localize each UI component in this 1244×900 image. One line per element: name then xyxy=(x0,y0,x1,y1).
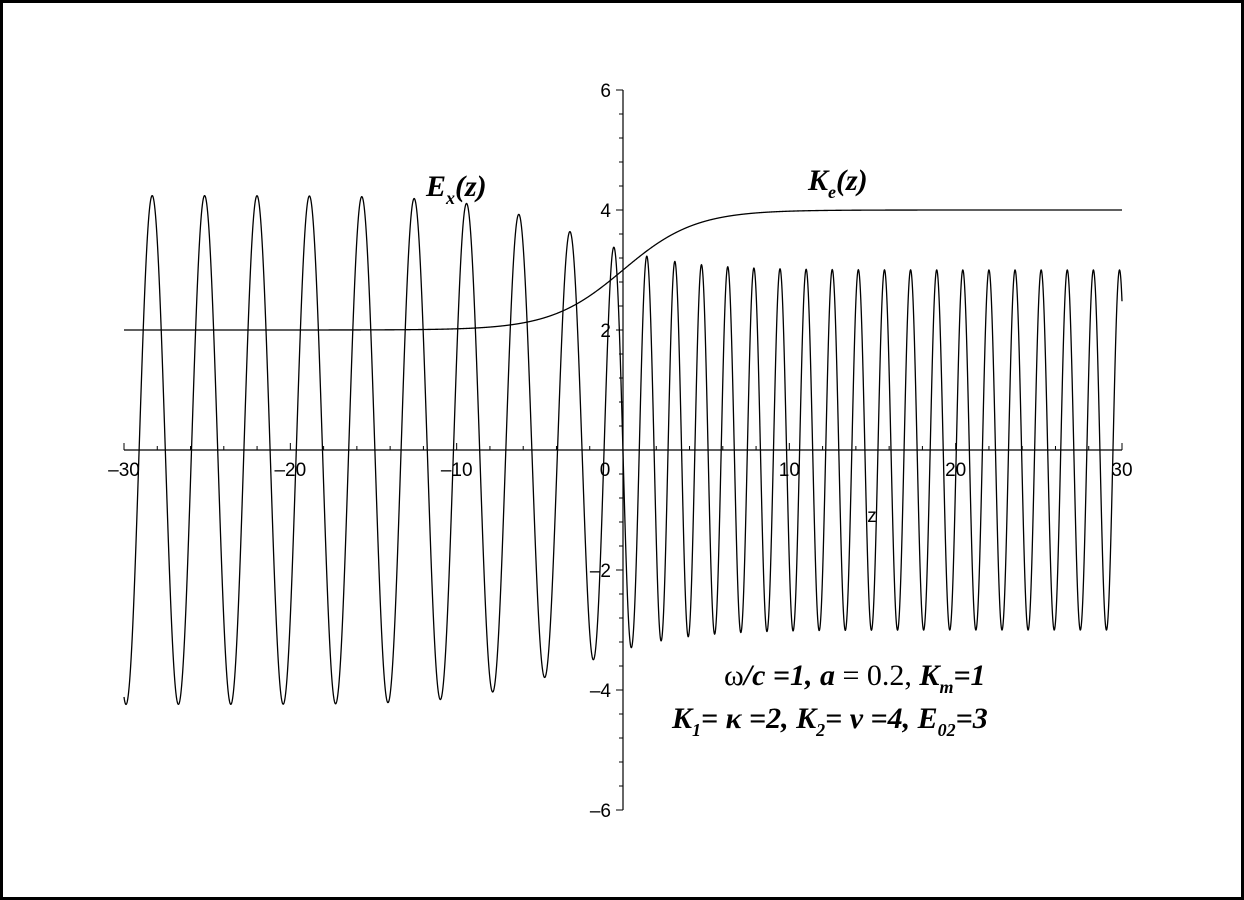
annotation-line2: K1= κ =2, K2= ν =4, E02=3 xyxy=(671,702,988,740)
series-label-ex-sub: x xyxy=(445,188,455,208)
y-tick-label: 2 xyxy=(600,321,611,342)
series-label-ke-tail: (z) xyxy=(836,164,868,197)
k1-sub: 1 xyxy=(692,720,701,740)
km-tail: =1 xyxy=(953,659,985,692)
x-tick-label: –30 xyxy=(108,460,140,481)
a-symbol: a xyxy=(820,659,835,692)
k2-sub: 2 xyxy=(815,720,825,740)
km-sub: m xyxy=(939,677,953,697)
ticks xyxy=(123,89,1123,811)
series-label-ex-main: E xyxy=(425,170,446,203)
omega-tail: /c =1, xyxy=(742,659,820,692)
series-label-ke: Ke(z) xyxy=(807,164,868,202)
x-tick-label: –20 xyxy=(274,460,306,481)
y-tick-label: –4 xyxy=(590,681,612,702)
annotation-line1: ω/c =1, a = 0.2, Km=1 xyxy=(724,659,986,697)
e02-tail: =3 xyxy=(956,702,988,735)
curves xyxy=(123,194,1123,706)
omega-symbol: ω xyxy=(724,659,744,692)
series-label-ke-main: K xyxy=(807,164,830,197)
series-label-ex-tail: (z) xyxy=(455,170,487,203)
x-tick-label: 10 xyxy=(779,460,800,481)
km-symbol: K xyxy=(918,659,941,692)
e02-symbol: E xyxy=(917,702,938,735)
y-tick-label: –6 xyxy=(590,801,611,822)
x-axis-label: z xyxy=(867,506,877,527)
x-tick-label: 30 xyxy=(1111,460,1132,481)
series-ex-line xyxy=(123,194,1123,706)
y-tick-label: 4 xyxy=(600,201,611,222)
nu-eq: = ν =4, xyxy=(825,702,918,735)
x-tick-label: –10 xyxy=(441,460,473,481)
y-tick-label: 6 xyxy=(600,81,611,102)
a-value: = 0.2, xyxy=(835,659,919,692)
e02-sub: 02 xyxy=(938,720,956,740)
kappa-eq: = κ =2, xyxy=(701,702,796,735)
x-tick-label: 0 xyxy=(600,460,611,481)
k2-symbol: K xyxy=(795,702,818,735)
series-ke-line xyxy=(124,209,1122,331)
k1-symbol: K xyxy=(671,702,694,735)
series-label-ex: Ex(z) xyxy=(425,170,487,208)
series-label-ke-sub: e xyxy=(828,182,836,202)
